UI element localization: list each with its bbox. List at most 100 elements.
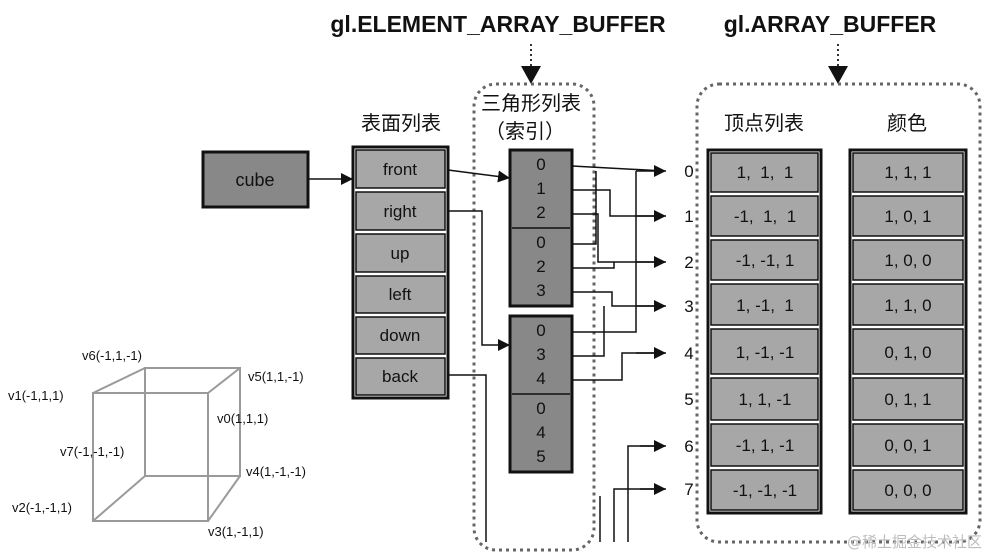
- index-connector: [572, 306, 605, 357]
- index-connector: [572, 171, 637, 333]
- vertex-index: 7: [684, 480, 693, 499]
- vertex-index: 5: [684, 390, 693, 409]
- vertex-index: 1: [684, 207, 693, 226]
- cube-vertex-label: v1(-1,1,1): [8, 388, 64, 403]
- cube-edge: [207, 475, 241, 522]
- face-left: [355, 275, 446, 314]
- index-header-line1: 三角形列表: [481, 91, 581, 115]
- color-value: 0, 0, 0: [884, 481, 931, 500]
- cube-back-face: [144, 367, 241, 477]
- face-label: down: [380, 326, 421, 345]
- cube-front-face: [92, 392, 209, 522]
- vertex-value: 1, -1, -1: [736, 343, 795, 362]
- vertex-cell: [710, 195, 819, 237]
- vertex-value: 1, 1, 1: [737, 163, 794, 182]
- index-connector: [572, 262, 615, 269]
- vertex-value: 1, 1, -1: [739, 390, 792, 409]
- cube-vertex-label: v0(1,1,1): [217, 411, 268, 426]
- vertex-index-column: 0 1 2 3 4 5 6 7: [684, 162, 693, 499]
- vertex-index: 0: [684, 162, 693, 181]
- cube-vertex-label: v2(-1,-1,1): [12, 500, 72, 515]
- color-value: 0, 0, 1: [884, 436, 931, 455]
- index-value: 5: [536, 447, 545, 466]
- face-label: left: [389, 285, 412, 304]
- index-value: 0: [536, 321, 545, 340]
- array-buffer-arrowhead: [828, 66, 848, 84]
- index-group-right: 0 3 4 0 4 5: [508, 314, 574, 474]
- vertex-index: 3: [684, 297, 693, 316]
- face-label: right: [383, 202, 416, 221]
- cube-vertex-label: v6(-1,1,-1): [82, 348, 142, 363]
- color-cell: [852, 377, 964, 421]
- cube-vertex-label: v3(1,-1,1): [208, 524, 264, 539]
- cube-edge: [207, 367, 241, 394]
- cube-edge: [92, 367, 146, 394]
- watermark: @稀土掘金技术社区: [847, 533, 982, 551]
- vertex-cell: [710, 283, 819, 326]
- color-cell: [852, 283, 964, 326]
- face-back: [355, 357, 446, 396]
- index-connector: [572, 352, 664, 381]
- vertices-header: 顶点列表: [724, 111, 804, 135]
- vertex-value: 1, -1, 1: [736, 296, 794, 315]
- index-connector: [572, 189, 664, 217]
- index-value: 3: [536, 345, 545, 364]
- element-buffer-frame: [472, 82, 596, 552]
- vertex-cell: [710, 423, 819, 467]
- vertex-cell: [710, 152, 819, 193]
- index-connector: [572, 291, 664, 307]
- cube-label: cube: [235, 170, 274, 190]
- element-buffer-arrowhead: [521, 66, 541, 84]
- index-value: 4: [536, 423, 545, 442]
- face-label: up: [391, 244, 410, 263]
- index-connector: [613, 488, 664, 542]
- right-to-index-arrow: [448, 210, 510, 351]
- cube-vertex-label: v4(1,-1,-1): [246, 464, 306, 479]
- vertex-cell: [710, 377, 819, 421]
- cube-vertex-label: v5(1,1,-1): [248, 369, 304, 384]
- cube-edge: [92, 475, 146, 522]
- index-connector: [572, 213, 664, 263]
- cube-vertex-label: v7(-1,-1,-1): [60, 444, 124, 459]
- color-cell: [852, 328, 964, 375]
- vertex-value: -1, -1, 1: [736, 251, 795, 270]
- color-value: 1, 0, 0: [884, 251, 931, 270]
- vertex-index: 2: [684, 253, 693, 272]
- face-label: back: [382, 367, 418, 386]
- vertex-index: 6: [684, 437, 693, 456]
- index-group-front: 0 1 2 0 2 3: [508, 148, 574, 308]
- colors-header: 颜色: [887, 111, 927, 135]
- vertex-cell: [710, 328, 819, 375]
- array-buffer-title: gl.ARRAY_BUFFER: [724, 11, 937, 37]
- color-value: 1, 0, 1: [884, 207, 931, 226]
- cube-vertex-labels: v6(-1,1,-1) v5(1,1,-1) v1(-1,1,1) v0(1,1…: [8, 348, 306, 539]
- color-cell: [852, 239, 964, 281]
- index-value: 0: [536, 399, 545, 418]
- index-header-line2: （索引）: [485, 119, 565, 143]
- color-cell: [852, 469, 964, 511]
- index-value: 4: [536, 369, 545, 388]
- vertex-value: -1, 1, 1: [734, 207, 796, 226]
- index-value: 2: [536, 203, 545, 222]
- color-list: 1, 1, 1 1, 0, 1 1, 0, 0 1, 1, 0 0, 1, 0 …: [848, 148, 968, 515]
- vertex-arrows: [636, 165, 666, 495]
- vertex-cell: [710, 469, 819, 511]
- index-value: 1: [536, 179, 545, 198]
- faces-list: front right up left down back: [351, 145, 450, 400]
- face-label: front: [383, 160, 417, 179]
- face-up: [355, 233, 446, 273]
- index-value: 2: [536, 257, 545, 276]
- color-value: 0, 1, 1: [884, 390, 931, 409]
- index-connector: [571, 165, 665, 172]
- index-connector: [572, 171, 597, 245]
- index-value: 0: [536, 155, 545, 174]
- cube-wireframe: [92, 367, 241, 522]
- face-front: [355, 149, 446, 189]
- color-value: 1, 1, 0: [884, 296, 931, 315]
- front-to-index-arrow: [447, 169, 511, 183]
- vertex-value: -1, -1, -1: [733, 481, 797, 500]
- index-value: 3: [536, 281, 545, 300]
- back-connector: [448, 374, 487, 542]
